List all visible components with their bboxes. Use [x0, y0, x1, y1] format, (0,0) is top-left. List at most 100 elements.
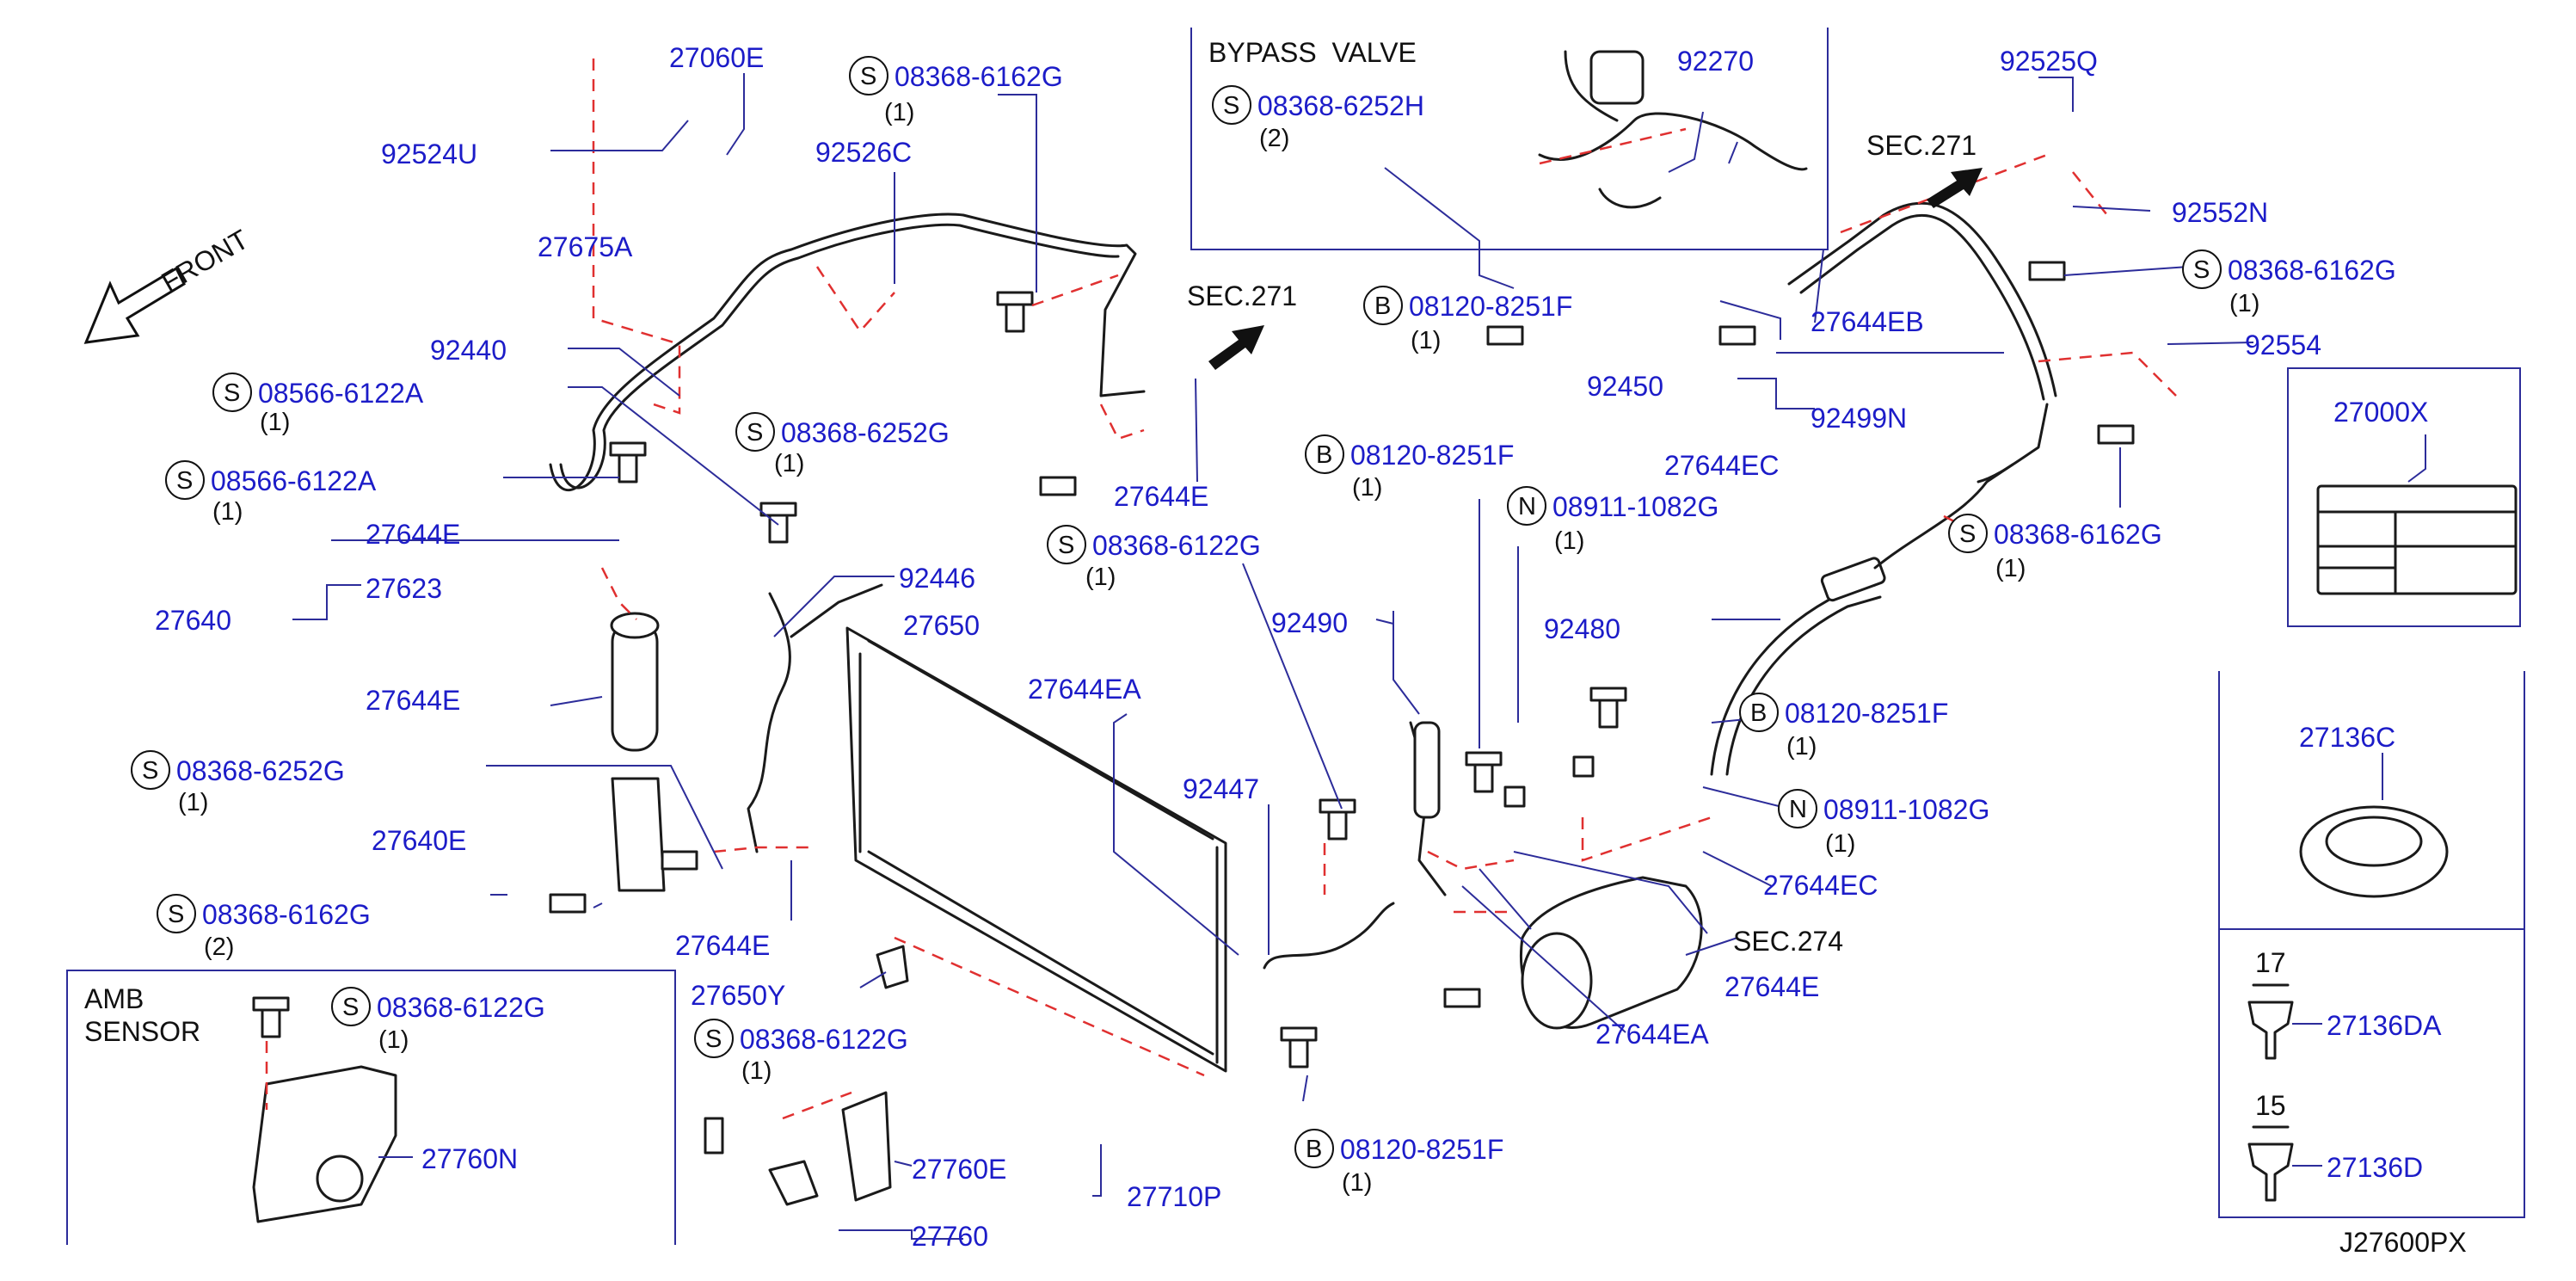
- part-label: 27136C: [2299, 722, 2395, 753]
- fastener-symbol: S: [142, 757, 158, 785]
- fastener-quantity: (1): [212, 498, 243, 526]
- fastener-quantity: (1): [2229, 290, 2259, 317]
- part-label: 27760: [912, 1221, 988, 1252]
- fastener-symbol: S: [342, 994, 359, 1021]
- fastener-part-number: 08566-6122A: [211, 465, 377, 496]
- part-label: 92552N: [2172, 197, 2268, 228]
- sec-reference: SEC.274: [1733, 926, 1843, 957]
- part-label: 92490: [1271, 607, 1348, 638]
- part-label: 27136DA: [2327, 1010, 2442, 1041]
- part-label: 27644EC: [1664, 450, 1779, 481]
- fastener-symbol: S: [1058, 532, 1074, 559]
- fastener-symbols: [131, 56, 2222, 1168]
- fastener-quantity: (2): [204, 933, 234, 961]
- diagram-id: J27600PX: [2339, 1227, 2467, 1258]
- part-label: 27000X: [2333, 397, 2428, 428]
- bypass-valve-title: BYPASS VALVE: [1208, 37, 1417, 68]
- clip-dimension: 17: [2255, 947, 2286, 978]
- fastener-symbol: B: [1750, 699, 1767, 727]
- part-label: 27644E: [675, 930, 770, 961]
- fastener-part-number: 08368-6162G: [1994, 519, 2162, 550]
- fastener-symbol: S: [2193, 256, 2210, 284]
- fastener-part-number: 08566-6122A: [258, 378, 424, 409]
- fastener-symbol: S: [1959, 520, 1976, 548]
- fastener-symbol: S: [224, 379, 240, 407]
- fastener-quantity: (1): [1995, 555, 2026, 582]
- part-label: 27644EB: [1811, 306, 1924, 337]
- part-label: 27760N: [421, 1143, 518, 1174]
- fastener-quantity: (1): [1085, 564, 1116, 591]
- part-label: 92499N: [1811, 403, 1907, 434]
- part-label: 92480: [1544, 613, 1620, 644]
- fastener-part-number: 08120-8251F: [1340, 1134, 1503, 1165]
- fastener-part-number: 08368-6122G: [1092, 530, 1261, 561]
- fastener-symbol: S: [860, 63, 876, 90]
- fastener-part-number: 08120-8251F: [1785, 698, 1948, 729]
- part-label: 27710P: [1127, 1181, 1221, 1212]
- fastener-quantity: (1): [1554, 527, 1584, 555]
- part-label: 27623: [366, 573, 442, 604]
- fastener-part-number: 08368-6252G: [176, 755, 345, 786]
- part-label: 92450: [1587, 371, 1663, 402]
- part-label: 27644EC: [1763, 870, 1878, 901]
- part-label: 92524U: [381, 139, 477, 169]
- fastener-quantity: (1): [1411, 327, 1441, 354]
- fastener-quantity: (1): [1352, 474, 1382, 502]
- part-label: 27644EA: [1028, 674, 1141, 705]
- fastener-part-number: 08368-6122G: [377, 992, 545, 1023]
- fastener-symbol: S: [168, 901, 184, 928]
- fastener-part-number: 08368-6122G: [740, 1024, 908, 1055]
- fastener-symbol: N: [1518, 493, 1536, 520]
- part-label: 92525Q: [2000, 46, 2098, 77]
- pipes-and-hoses: [252, 50, 2518, 1223]
- part-label: 27640E: [372, 825, 466, 856]
- section-frames: [66, 28, 2525, 1245]
- fastener-part-number: 08911-1082G: [1552, 491, 1718, 522]
- fastener-quantity: (1): [1786, 733, 1817, 761]
- sec-reference: SEC.271: [1187, 280, 1297, 311]
- part-label: 27640: [155, 605, 231, 636]
- front-arrow-icon: [83, 266, 186, 344]
- fastener-part-number: 08120-8251F: [1350, 440, 1514, 471]
- fastener-part-number: 08368-6162G: [2228, 255, 2396, 286]
- clip-dimension: 15: [2255, 1090, 2286, 1121]
- part-label: 92270: [1677, 46, 1754, 77]
- part-label: 92554: [2245, 329, 2321, 360]
- fastener-symbol: B: [1306, 1136, 1322, 1163]
- front-label: FRONT: [157, 224, 254, 298]
- part-label: 27644E: [366, 685, 460, 716]
- part-label: 27644E: [366, 519, 460, 550]
- fastener-symbol: B: [1374, 293, 1391, 320]
- part-label: 92446: [899, 563, 975, 594]
- fastener-part-number: 08368-6162G: [202, 899, 371, 930]
- fastener-quantity: (1): [774, 450, 804, 477]
- fastener-quantity: (2): [1259, 125, 1289, 152]
- part-label: 27644EA: [1595, 1019, 1709, 1050]
- bolt-icons: [252, 261, 2135, 1155]
- part-label: 27650: [903, 610, 980, 641]
- fastener-quantity: (1): [884, 99, 914, 126]
- sec-arrow-icons: [1208, 168, 1983, 370]
- sec-reference: SEC.271: [1866, 130, 1977, 161]
- part-label: 27760E: [912, 1154, 1006, 1185]
- fastener-part-number: 08911-1082G: [1823, 794, 1989, 825]
- part-label: 92440: [430, 335, 507, 366]
- fastener-quantity: (1): [260, 409, 290, 436]
- fastener-symbol: S: [1223, 92, 1239, 120]
- part-label: 27136D: [2327, 1152, 2423, 1183]
- fastener-quantity: (1): [1825, 830, 1855, 858]
- fastener-quantity: (1): [178, 789, 208, 816]
- fastener-part-number: 08368-6252H: [1257, 90, 1424, 121]
- amb-sensor-title-line2: SENSOR: [84, 1016, 200, 1047]
- part-label: 27060E: [669, 42, 764, 73]
- fastener-symbol: S: [747, 419, 763, 447]
- fastener-part-number: 08120-8251F: [1409, 291, 1572, 322]
- fastener-symbol: B: [1316, 441, 1332, 469]
- fastener-symbol: N: [1789, 796, 1807, 823]
- fastener-part-number: 08368-6252G: [781, 417, 950, 448]
- part-label: 92447: [1183, 773, 1259, 804]
- fastener-quantity: (1): [741, 1057, 772, 1085]
- part-label: 27644E: [1725, 971, 1819, 1002]
- part-label: 92526C: [815, 137, 912, 168]
- fastener-quantity: (1): [1342, 1169, 1372, 1197]
